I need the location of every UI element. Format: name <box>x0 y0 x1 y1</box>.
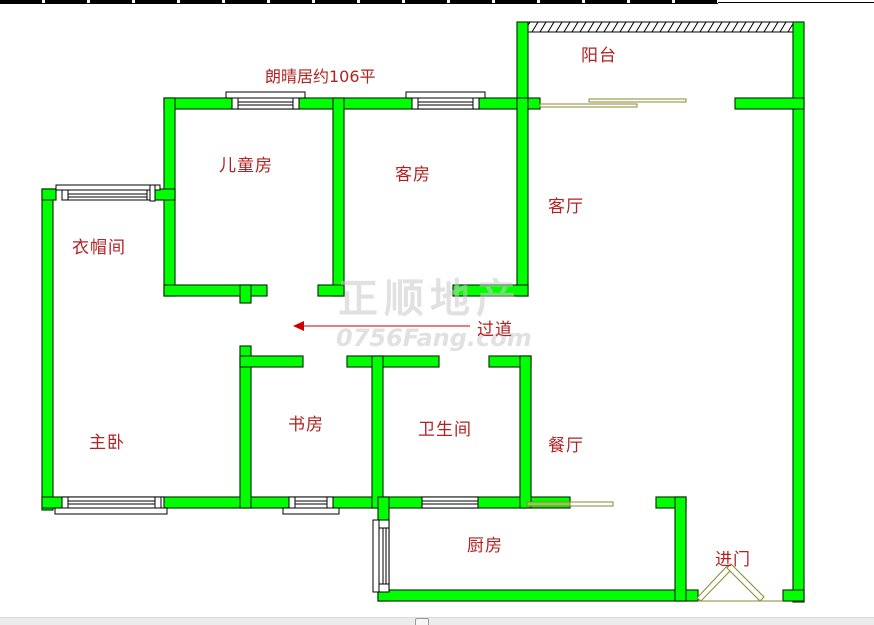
room-label-living-room: 客厅 <box>548 197 584 217</box>
room-label-dining-room: 餐厅 <box>548 436 584 456</box>
balcony-railing <box>519 21 803 33</box>
top-strip-border <box>0 0 718 4</box>
windows <box>54 91 486 593</box>
room-label-study: 书房 <box>288 415 324 435</box>
room-label-balcony: 阳台 <box>581 46 617 66</box>
scrollbar-thumb[interactable] <box>415 618 429 625</box>
room-label-children-room: 儿童房 <box>219 156 273 176</box>
room-label-entrance: 进门 <box>715 550 751 570</box>
room-label-master-bedroom: 主卧 <box>89 433 125 453</box>
room-label-guest-room: 客房 <box>395 165 431 185</box>
doors <box>526 98 783 602</box>
horizontal-scrollbar[interactable] <box>0 617 874 625</box>
room-label-corridor: 过道 <box>477 320 513 340</box>
room-label-cloakroom: 衣帽间 <box>72 238 126 258</box>
plan-title: 朗晴居约106平 <box>265 67 376 86</box>
corridor-arrow <box>293 321 470 331</box>
room-label-bathroom: 卫生间 <box>418 420 472 440</box>
room-label-kitchen: 厨房 <box>467 536 503 556</box>
top-strip-line <box>718 2 874 3</box>
